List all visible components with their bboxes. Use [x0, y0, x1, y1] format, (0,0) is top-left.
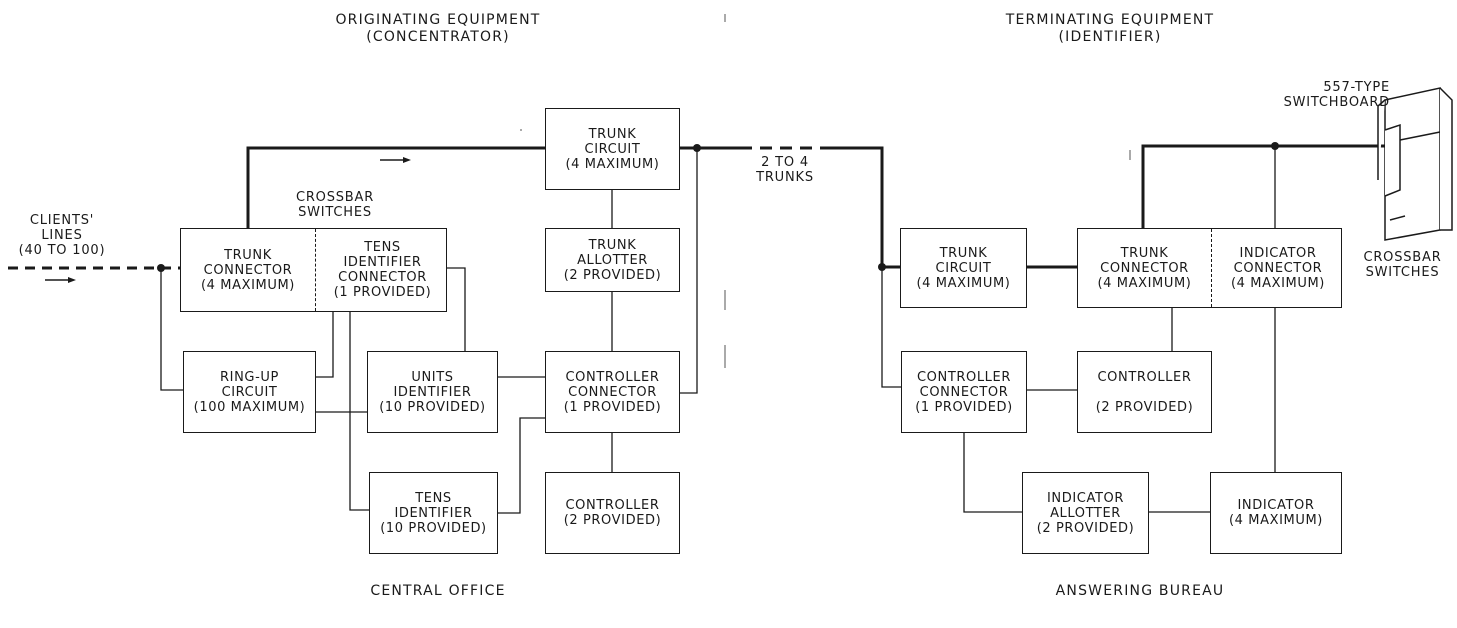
line-tensid-ctrlconn [498, 417, 545, 514]
line-ctrlconn-trunkbus [680, 148, 698, 394]
indicator: INDICATOR (4 MAXIMUM) [1210, 472, 1342, 554]
trunk-bus-top [246, 146, 545, 228]
trunk-connector-right: TRUNK CONNECTOR (4 MAXIMUM) [1097, 245, 1192, 291]
tens-identifier-connector: TENS IDENTIFIER CONNECTOR (1 PROVIDED) [315, 229, 449, 311]
tens-identifier: TENS IDENTIFIER (10 PROVIDED) [369, 472, 498, 554]
footer-central-office: CENTRAL OFFICE [370, 583, 506, 599]
trunk-allotter: TRUNK ALLOTTER (2 PROVIDED) [545, 228, 680, 292]
crossbar-switches-box-left: TRUNK CONNECTOR (4 MAXIMUM) TENS IDENTIF… [180, 228, 447, 312]
indicator-connector: INDICATOR CONNECTOR (4 MAXIMUM) [1211, 229, 1344, 307]
trunk-circuit-right: TRUNK CIRCUIT (4 MAXIMUM) [900, 228, 1027, 308]
header-originating: ORIGINATING EQUIPMENT (CONCENTRATOR) [335, 12, 541, 45]
controller-connector-right: CONTROLLER CONNECTOR (1 PROVIDED) [901, 351, 1027, 433]
trunk-circuit-left: TRUNK CIRCUIT (4 MAXIMUM) [545, 108, 680, 190]
crossbar-switches-label-right: CROSSBAR SWITCHES [1363, 250, 1442, 280]
line-tensconn-tensid [349, 312, 369, 511]
indicator-allotter: INDICATOR ALLOTTER (2 PROVIDED) [1022, 472, 1149, 554]
line-ringup-tensconn [316, 312, 334, 378]
junction-dot [1271, 142, 1279, 150]
crossbar-switches-label-left: CROSSBAR SWITCHES [295, 190, 375, 220]
controller-connector-left: CONTROLLER CONNECTOR (1 PROVIDED) [545, 351, 680, 433]
trunk-connector-left: TRUNK CONNECTOR (4 MAXIMUM) [201, 247, 295, 293]
line-ctrlconn-indallotter [963, 433, 1022, 513]
junction-dot [693, 144, 701, 152]
footer-answering-bureau: ANSWERING BUREAU [1055, 583, 1225, 599]
header-terminating: TERMINATING EQUIPMENT (IDENTIFIER) [1005, 12, 1215, 45]
clients-lines-label: CLIENTS' LINES (40 TO 100) [18, 213, 106, 258]
crossbar-switches-box-right: TRUNK CONNECTOR (4 MAXIMUM) INDICATOR CO… [1077, 228, 1342, 308]
line-junction-to-ringup [160, 268, 183, 391]
controller-right: CONTROLLER (2 PROVIDED) [1077, 351, 1212, 433]
switchboard-icon [1377, 87, 1453, 241]
junction-dot [878, 263, 886, 271]
junction-dot [157, 264, 165, 272]
controller-left: CONTROLLER (2 PROVIDED) [545, 472, 680, 554]
trunk-in-line [830, 146, 900, 269]
units-identifier: UNITS IDENTIFIER (10 PROVIDED) [367, 351, 498, 433]
ring-up-circuit: RING-UP CIRCUIT (100 MAXIMUM) [183, 351, 316, 433]
line-tensconn-units [447, 267, 466, 351]
line-trunkbus-ctrlconn-r [881, 267, 901, 388]
switchboard-bus [1141, 144, 1385, 228]
switchboard-label: 557-TYPE SWITCHBOARD [1283, 80, 1390, 110]
trunks-label: 2 TO 4 TRUNKS [756, 155, 814, 185]
